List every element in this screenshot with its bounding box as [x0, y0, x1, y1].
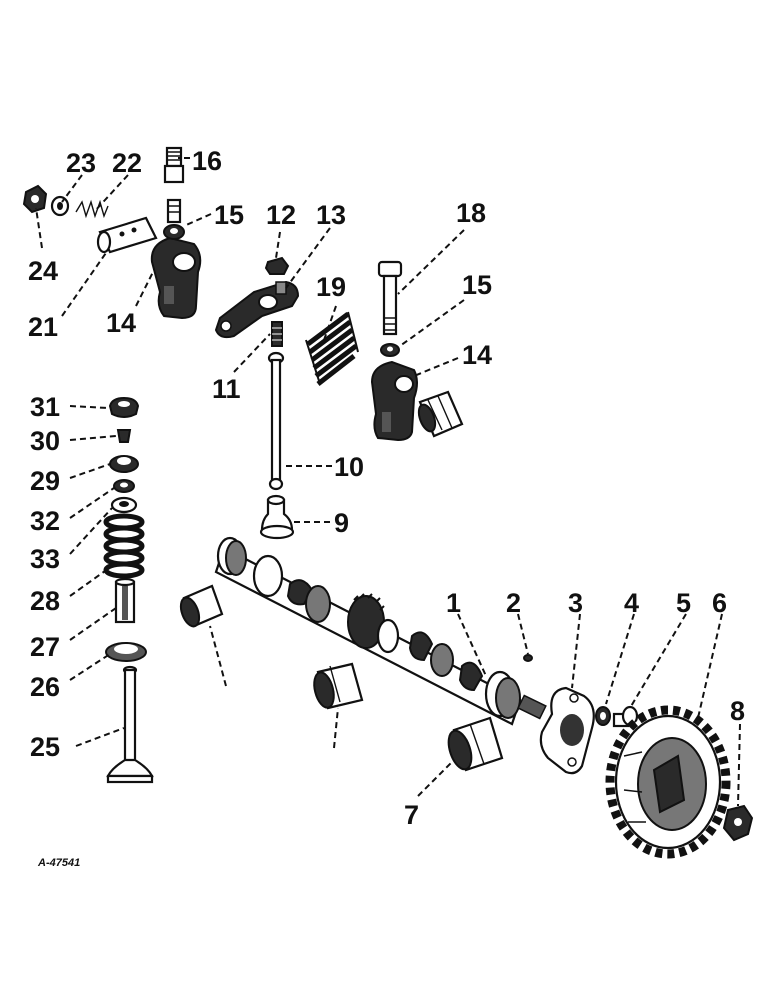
callout-labels: 16 15 23 22 24 21 14 12 13 11 19 18 15 1… — [28, 146, 745, 869]
callout-17: 19 — [316, 272, 346, 302]
part-14-rocker-bracket-right — [370, 360, 418, 442]
part-1-camshaft — [214, 536, 547, 726]
part-31-washer — [110, 496, 138, 514]
callout-31: 33 — [30, 544, 60, 574]
callout-1: 1 — [446, 588, 461, 618]
part-15-washer-right — [380, 343, 400, 357]
part-27-retainer — [109, 455, 139, 473]
callout-9: 9 — [334, 508, 349, 538]
leader-lines — [35, 157, 741, 807]
callout-14-left: 14 — [106, 308, 136, 338]
part-8-nut — [722, 804, 754, 842]
callout-13: 13 — [316, 200, 346, 230]
callout-5: 5 — [676, 588, 691, 618]
callout-23: 25 — [30, 732, 60, 762]
callout-26: 28 — [30, 586, 60, 616]
part-6-cam-gear — [605, 705, 731, 859]
part-20-spring — [75, 199, 109, 219]
callout-2: 2 — [506, 588, 521, 618]
part-4-lock-washer — [595, 706, 611, 726]
callout-4: 4 — [624, 588, 639, 618]
part-15-washer-left — [163, 224, 185, 240]
callout-14-right: 14 — [462, 340, 492, 370]
part-29-cap — [108, 396, 140, 418]
callout-10: 10 — [334, 452, 364, 482]
part-16-bolt — [377, 260, 403, 336]
part-9-tappet — [259, 494, 295, 540]
part-3-thrust-plate — [539, 686, 595, 775]
callout-3: 3 — [568, 588, 583, 618]
callout-20: 22 — [112, 148, 142, 178]
part-30-seal — [113, 479, 135, 493]
part-17-valve-spring — [305, 311, 359, 386]
callout-21: 23 — [66, 148, 96, 178]
part-21-washer — [50, 195, 70, 217]
callout-15-left: 15 — [214, 200, 244, 230]
part-18-stud — [163, 146, 185, 224]
callout-28: 30 — [30, 426, 60, 456]
part-23-valve — [106, 665, 154, 784]
callout-8: 8 — [730, 696, 745, 726]
part-14-rocker-bracket-left — [150, 236, 202, 320]
callout-30: 32 — [30, 506, 60, 536]
drawing-reference: A-47541 — [37, 857, 80, 869]
part-2-key — [523, 654, 533, 662]
part-7-cam-bushing — [447, 716, 504, 772]
part-24-seat-insert — [105, 642, 147, 662]
part-28-keeper — [116, 429, 132, 443]
part-33-cam-bushing — [179, 584, 224, 628]
part-rocker-bushing — [417, 390, 464, 438]
part-32-cam-bushing — [313, 662, 364, 710]
part-19-rocker-shaft — [96, 216, 158, 254]
part-25-valve-guide — [114, 577, 136, 624]
callout-27: 29 — [30, 466, 60, 496]
part-22-nut — [22, 184, 48, 214]
callout-16: 18 — [456, 198, 486, 228]
callout-29: 31 — [30, 392, 60, 422]
callout-7: 7 — [404, 800, 419, 830]
callout-19: 21 — [28, 312, 58, 342]
callout-18: 16 — [192, 146, 222, 176]
callout-11: 11 — [212, 374, 241, 404]
callout-12: 12 — [266, 200, 296, 230]
part-12-nut — [264, 256, 290, 275]
callout-6: 6 — [712, 588, 727, 618]
part-11-adjusting-screw — [271, 321, 283, 347]
part-10-push-rod — [267, 351, 285, 491]
callout-15-right: 15 — [462, 270, 492, 300]
callout-24: 26 — [30, 672, 60, 702]
callout-25: 27 — [30, 632, 60, 662]
callout-22: 24 — [28, 256, 58, 286]
part-13-rocker-arm — [214, 280, 300, 339]
